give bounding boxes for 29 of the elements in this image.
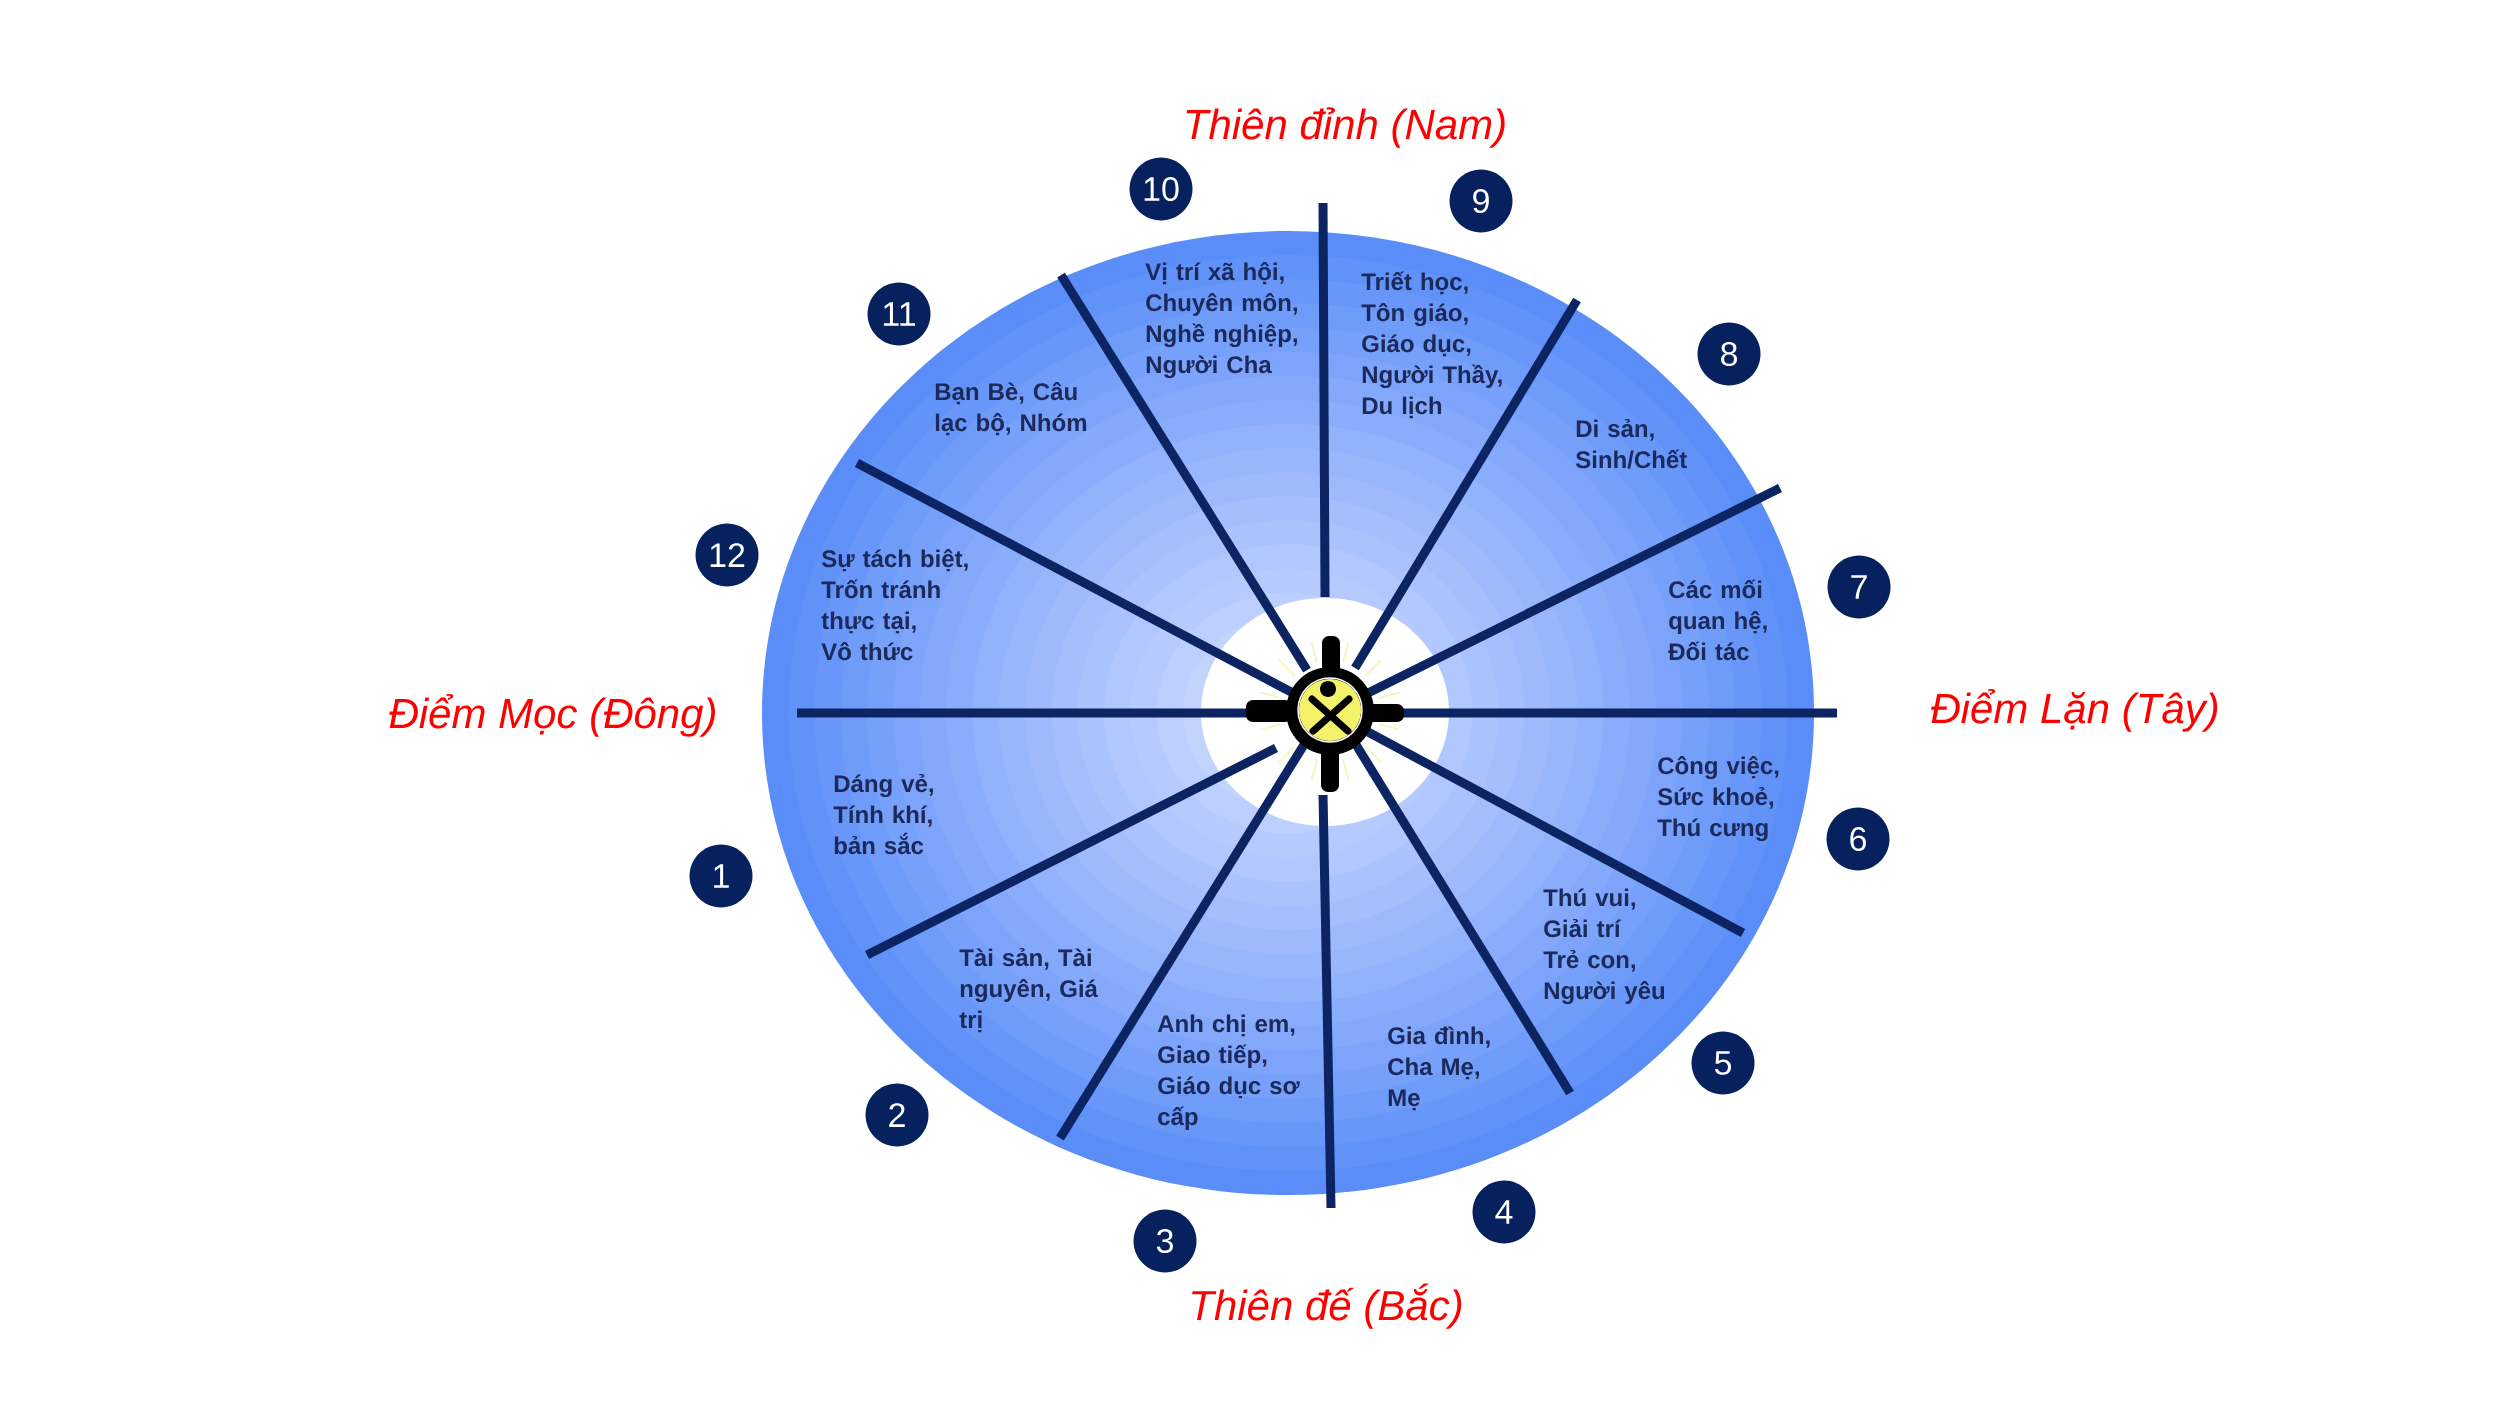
sector-label: Gia đình, Cha Mẹ, Mẹ <box>1388 1026 1490 1111</box>
number-badge: 1 <box>689 844 753 908</box>
sector-label: Dáng vẻ, Tính khí, bản sắc <box>833 774 933 855</box>
number-badge: 2 <box>865 1083 929 1147</box>
direction-label: Thiên đỉnh (Nam) <box>1186 107 1505 148</box>
sector-label: Bạn Bè, Câu lạc bộ, Nhóm <box>935 382 1087 436</box>
sector-label: Vị trí xã hội, Chuyên môn, Nghề nghiệp, Người Cha <box>1145 262 1297 379</box>
wheel <box>762 231 1814 1195</box>
number-badge: 9 <box>1449 169 1513 233</box>
sector-label: Sự tách biệt, Trốn tránh thực tại, Vô thức <box>821 549 968 661</box>
sector-label: Thú vui, Giải trí Trẻ con, Người yêu <box>1543 888 1665 1005</box>
direction-label: Thiên đế (Bắc) <box>1192 1283 1462 1329</box>
direction-label: Điểm Mọc (Đông) <box>389 694 715 737</box>
sector-label: Anh chị em, Giao tiếp, Giáo dục sơ cấp <box>1157 1014 1300 1130</box>
number-badge: 10 <box>1129 157 1193 221</box>
number-badge: 12 <box>695 523 759 587</box>
number-badge: 6 <box>1826 807 1890 871</box>
sector-label: Tài sản, Tài nguyên, Giá trị <box>959 948 1098 1033</box>
number-badge: 8 <box>1697 322 1761 386</box>
number-badge: 4 <box>1472 1180 1536 1244</box>
number-badge: 7 <box>1827 555 1891 619</box>
direction-label: Điểm Lặn (Tây) <box>1931 689 2218 732</box>
number-badge: 5 <box>1691 1031 1755 1095</box>
sector-label: Triết học, Tôn giáo, Giáo dục, Người Thầy, Du lịch <box>1361 271 1502 419</box>
sector-label: Các mối quan hệ, Đối tác <box>1668 579 1767 661</box>
sector-label: Công việc, Sức khoẻ, Thú cưng <box>1657 756 1779 842</box>
sector-label: Di sản, Sinh/Chết <box>1575 419 1687 469</box>
number-badge: 3 <box>1133 1209 1197 1273</box>
number-badge: 11 <box>867 282 931 346</box>
